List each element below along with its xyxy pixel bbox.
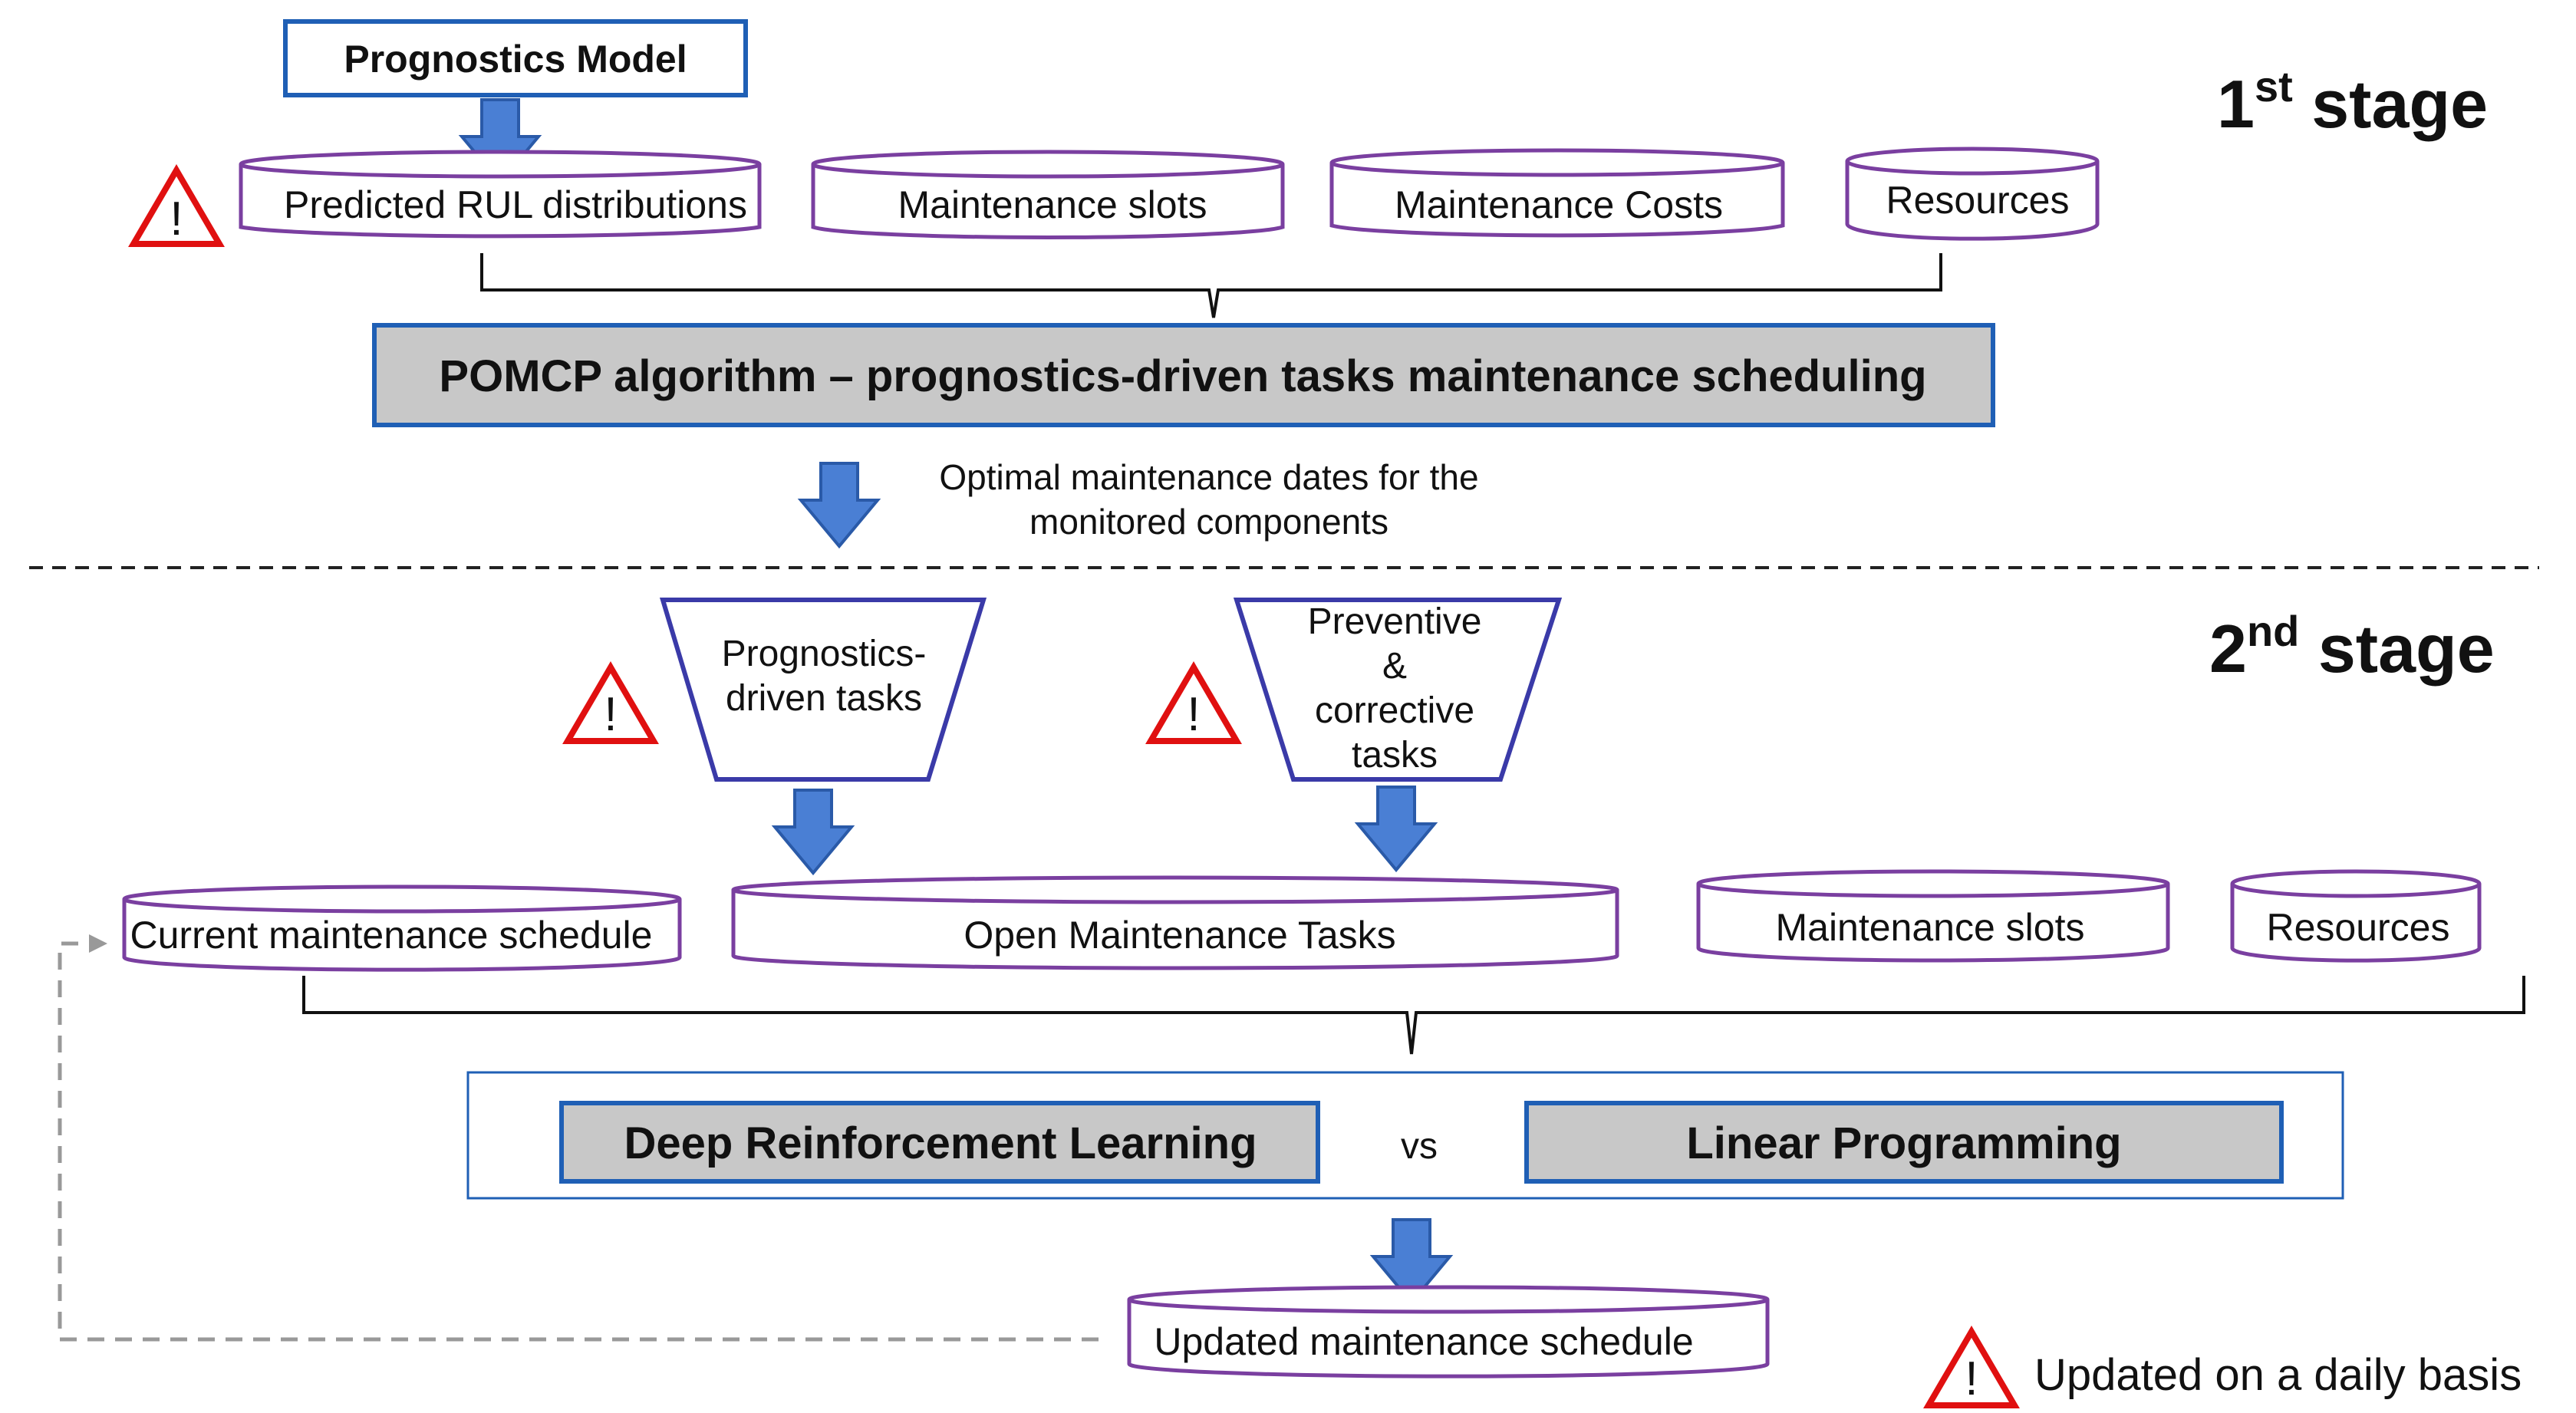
pomcp-algorithm-label: POMCP algorithm – prognostics-driven tas… bbox=[439, 351, 1926, 401]
prognostics-model-label: Prognostics Model bbox=[344, 38, 687, 81]
funnel-label: corrective bbox=[1315, 690, 1474, 731]
output-label: Updated maintenance schedule bbox=[1154, 1320, 1693, 1363]
optimal-dates-label-line1: Optimal maintenance dates for the bbox=[939, 457, 1478, 497]
cylinder-updated-maintenance-schedule: Updated maintenance schedule bbox=[1127, 1285, 1770, 1378]
warning-icon-mark: ! bbox=[1965, 1352, 1978, 1405]
feedback-arrowhead-icon bbox=[89, 934, 107, 953]
cylinder-predicted-rul: Predicted RUL distributions bbox=[239, 150, 762, 239]
stage2-brace bbox=[302, 976, 2525, 1055]
legend-text: Updated on a daily basis bbox=[2034, 1350, 2522, 1400]
arrow-down-icon bbox=[1356, 786, 1436, 871]
prognostics-model-box: Prognostics Model bbox=[283, 19, 748, 97]
input-label: Current maintenance schedule bbox=[130, 914, 653, 957]
vs-label: vs bbox=[1401, 1126, 1438, 1167]
warning-icon-mark: ! bbox=[604, 688, 617, 741]
cylinder-maintenance-slots-2: Maintenance slots bbox=[1696, 869, 2170, 963]
funnel-label: & bbox=[1382, 646, 1407, 687]
funnel-prognostics-driven-tasks: Prognostics- driven tasks bbox=[659, 598, 987, 782]
input-label: Maintenance slots bbox=[1775, 906, 2084, 949]
input-label: Open Maintenance Tasks bbox=[964, 914, 1395, 957]
linear-programming-box: Linear Programming bbox=[1524, 1101, 2284, 1184]
funnel-label: Prognostics- bbox=[722, 634, 927, 674]
warning-icon-mark: ! bbox=[1187, 688, 1200, 741]
cylinder-maintenance-costs: Maintenance Costs bbox=[1329, 148, 1785, 238]
funnel-label: driven tasks bbox=[726, 678, 922, 719]
input-label: Predicted RUL distributions bbox=[284, 183, 747, 226]
stage1-title: 1st stage bbox=[2217, 62, 2488, 142]
cylinder-current-maintenance-schedule: Current maintenance schedule bbox=[122, 884, 682, 972]
funnel-preventive-corrective-tasks: Preventive & corrective tasks bbox=[1233, 598, 1563, 782]
cylinder-maintenance-slots: Maintenance slots bbox=[811, 150, 1285, 239]
optimal-dates-label-line2: monitored components bbox=[1029, 502, 1388, 542]
deep-rl-box: Deep Reinforcement Learning bbox=[559, 1101, 1320, 1184]
linear-programming-label: Linear Programming bbox=[1686, 1118, 2121, 1168]
input-label: Resources bbox=[1886, 179, 2070, 222]
arrow-down-icon bbox=[773, 789, 853, 874]
stage1-brace bbox=[480, 253, 1942, 318]
funnel-label: Preventive bbox=[1308, 601, 1482, 642]
funnel-label: tasks bbox=[1352, 735, 1438, 776]
arrow-down-icon bbox=[799, 462, 879, 548]
stage2-title: 2nd stage bbox=[2209, 607, 2495, 687]
deep-rl-label: Deep Reinforcement Learning bbox=[624, 1118, 1257, 1168]
input-label: Resources bbox=[2267, 906, 2450, 949]
warning-icon-mark: ! bbox=[170, 193, 183, 245]
pomcp-algorithm-box: POMCP algorithm – prognostics-driven tas… bbox=[372, 323, 1995, 427]
cylinder-open-maintenance-tasks: Open Maintenance Tasks bbox=[731, 875, 1619, 970]
cylinder-resources: Resources bbox=[1845, 147, 2100, 241]
feedback-loop-line bbox=[58, 941, 1099, 1342]
input-label: Maintenance slots bbox=[898, 183, 1207, 226]
input-label: Maintenance Costs bbox=[1395, 183, 1723, 226]
cylinder-resources-2: Resources bbox=[2230, 869, 2482, 963]
